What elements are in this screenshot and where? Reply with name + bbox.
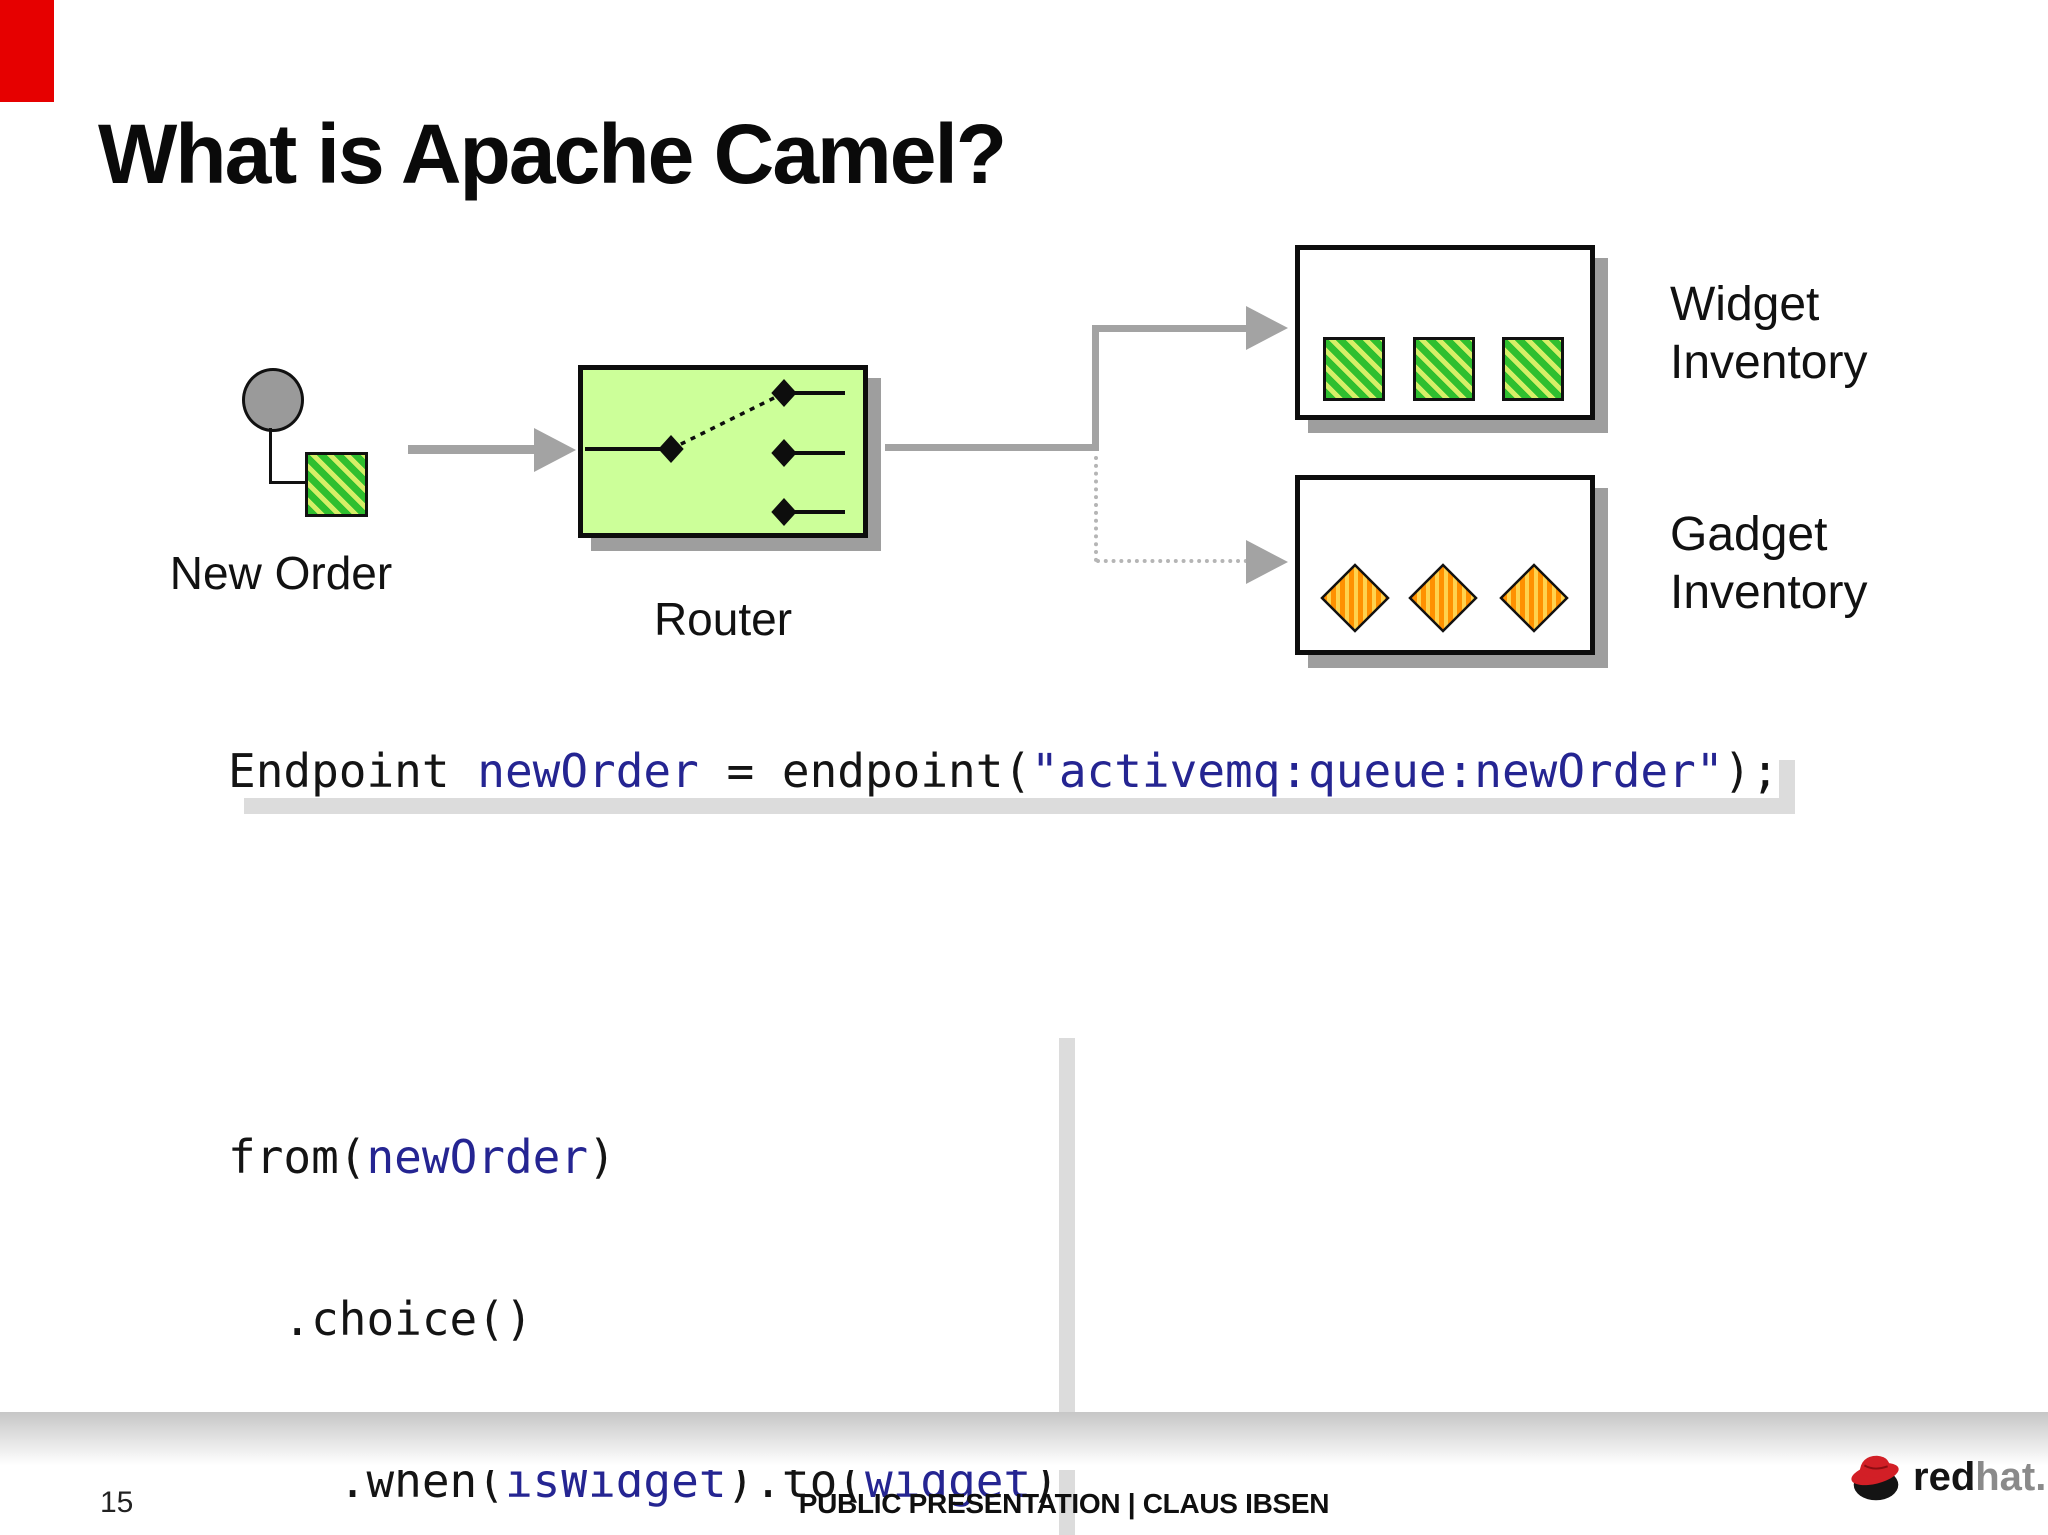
- redhat-logo: redhat.: [1845, 1446, 2046, 1508]
- dotted-connector: [1094, 456, 1098, 562]
- content-based-router-icon: [585, 379, 845, 526]
- new-order-label: New Order: [169, 547, 393, 599]
- widget-inventory-box: [1295, 245, 1595, 420]
- code-endpoint-line: Endpoint newOrder = endpoint("activemq:q…: [228, 744, 1779, 798]
- connector-line: [269, 428, 272, 483]
- widget-squares-icon: [1413, 337, 1475, 401]
- footer-caption: PUBLIC PRESENTATION | CLAUS IBSEN: [798, 1488, 1330, 1519]
- logo-word-red: red: [1913, 1455, 1976, 1499]
- arrow-right-icon: [408, 445, 536, 454]
- arrow-right-head-icon: [534, 428, 576, 472]
- page-number: 15: [100, 1486, 134, 1519]
- red-accent-ribbon: [0, 0, 54, 102]
- widget-inventory-label: Widget Inventory: [1670, 278, 1868, 389]
- gadget-inventory-label: Gadget Inventory: [1670, 508, 1868, 619]
- arrow-right-head-icon: [1246, 306, 1288, 350]
- solid-connector: [1092, 325, 1099, 451]
- widget-squares-icon: [1323, 337, 1385, 401]
- gadget-diamonds-icon: [1320, 563, 1569, 633]
- dotted-connector: [1096, 559, 1248, 563]
- widget-squares-icon: [1502, 337, 1564, 401]
- solid-connector: [885, 444, 1097, 451]
- router-box: [578, 365, 868, 538]
- redhat-fedora-icon: [1851, 1455, 1899, 1501]
- router-label: Router: [653, 593, 793, 645]
- code-route-block: from(newOrder) .choice() .when(isWidget)…: [228, 1022, 1059, 1535]
- order-square-icon: [305, 452, 368, 517]
- gadget-inventory-box: [1295, 475, 1595, 655]
- code-line: from(newOrder): [228, 1130, 616, 1184]
- slide-title: What is Apache Camel?: [98, 107, 1007, 201]
- solid-connector: [1099, 325, 1247, 332]
- arrow-right-head-icon: [1246, 540, 1288, 584]
- connector-line: [269, 481, 308, 484]
- message-circle-icon: [242, 368, 304, 432]
- logo-word-hat: hat.: [1975, 1455, 2047, 1499]
- code-line: .choice(): [228, 1292, 533, 1346]
- footer-gradient-band: [0, 1412, 2048, 1470]
